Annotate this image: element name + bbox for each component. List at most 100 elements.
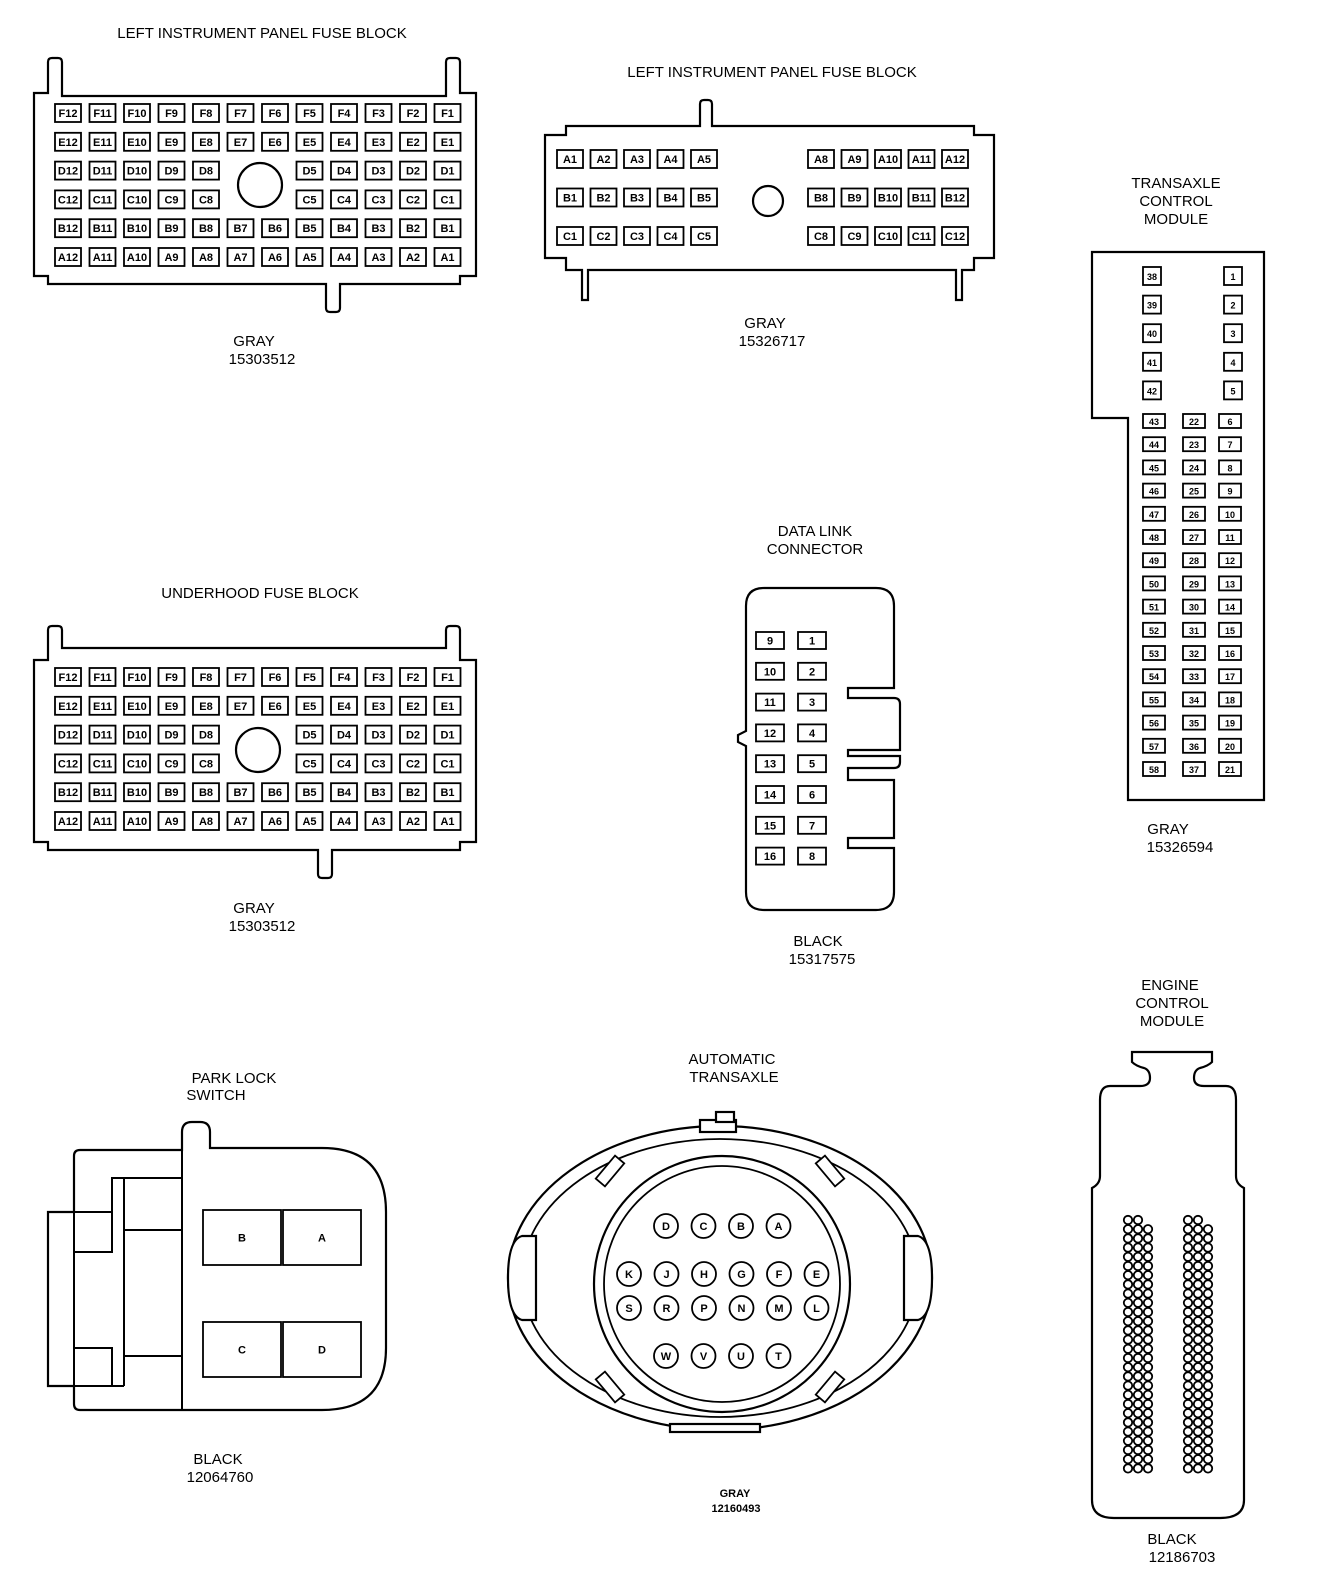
- ecm-pin: [1182, 1334, 1194, 1345]
- cavity-B6: B6: [261, 782, 289, 803]
- ecm-pin: [1132, 1352, 1144, 1364]
- ecm-pin: [1132, 1251, 1144, 1262]
- cavity-D2: D2: [399, 160, 427, 181]
- cavity-B7: B7: [226, 218, 255, 239]
- cavity-label: A11: [93, 252, 113, 264]
- ecm-pin: [1142, 1270, 1154, 1281]
- cavity-label: D12: [58, 166, 78, 178]
- cavity-label: 30: [1189, 603, 1199, 613]
- ecm-pin: [1192, 1214, 1204, 1226]
- cavity-D4: D4: [330, 160, 358, 181]
- cavity-label: 16: [1225, 649, 1235, 659]
- ecm-pin: [1182, 1343, 1194, 1354]
- cavity-A3: A3: [364, 247, 393, 267]
- cavity-label: A9: [847, 154, 861, 166]
- ecm-pin: [1182, 1426, 1194, 1437]
- cavity-label: C5: [697, 231, 711, 243]
- ecm-pin: [1122, 1260, 1134, 1272]
- cavity-B2: B2: [399, 782, 427, 803]
- cavity-B4: B4: [330, 218, 358, 239]
- cavity-label: 8: [809, 851, 815, 863]
- ecm-pin: [1122, 1362, 1134, 1373]
- lip-fuse-block-1-color: GRAY: [233, 333, 274, 350]
- ecm-pin: [1122, 1371, 1134, 1382]
- ecm-part: 12186703: [1149, 1549, 1216, 1566]
- cavity-B9: B9: [840, 187, 869, 208]
- cavity-C2: C2: [399, 189, 427, 210]
- cavity-label: C1: [440, 758, 454, 770]
- cavity-label: D9: [164, 166, 178, 178]
- cavity-label: R: [663, 1303, 671, 1315]
- cavity-A4: A4: [330, 811, 358, 831]
- cavity-label: 18: [1225, 695, 1235, 705]
- cavity-label: C3: [371, 758, 385, 770]
- cavity-A8: A8: [192, 811, 220, 831]
- cavity-C10: C10: [123, 189, 151, 210]
- ecm-pin: [1142, 1380, 1154, 1391]
- cavity-F10: F10: [123, 103, 151, 123]
- cavity-label: E1: [441, 137, 454, 149]
- cavity-C10: C10: [123, 753, 151, 774]
- ecm-pin-column: [1192, 1214, 1204, 1474]
- ecm-pin: [1192, 1251, 1204, 1262]
- cavity-E5: E5: [295, 131, 324, 152]
- cavity-B: B: [202, 1209, 282, 1266]
- ecm-pin: [1182, 1251, 1194, 1262]
- cavity-D3: D3: [364, 724, 393, 745]
- cavity-label: 4: [809, 728, 816, 740]
- cavity-label: B3: [371, 223, 385, 235]
- ecm-pin: [1192, 1463, 1204, 1474]
- cavity-label: 36: [1189, 742, 1199, 752]
- cavity-E10: E10: [123, 695, 151, 716]
- ecm-pin: [1192, 1306, 1204, 1318]
- cavity-B5: B5: [295, 218, 324, 239]
- cavity-label: C9: [164, 758, 178, 770]
- ecm-pin: [1132, 1362, 1144, 1373]
- tcm-part: 15326594: [1147, 839, 1214, 856]
- cavity-47: 47: [1142, 505, 1166, 522]
- cavity-A6: A6: [261, 247, 289, 267]
- ecm-pin: [1132, 1334, 1144, 1345]
- ecm-pin: [1202, 1435, 1214, 1446]
- cavity-C5: C5: [295, 753, 324, 774]
- cavity-label: 10: [1225, 510, 1235, 520]
- cavity-B2: B2: [399, 218, 427, 239]
- ecm-pin: [1192, 1260, 1204, 1272]
- ecm-pin: [1132, 1435, 1144, 1446]
- cavity-label: F9: [165, 108, 178, 120]
- ecm-pin: [1122, 1398, 1134, 1410]
- cavity-B5: B5: [690, 187, 718, 208]
- transaxle-control-module-connector: TRANSAXLE CONTROL MODULE 383940414212345…: [1090, 175, 1266, 856]
- ecm-pin: [1182, 1352, 1194, 1364]
- cavity-E9: E9: [157, 131, 186, 152]
- cavity-label: E1: [441, 701, 454, 713]
- cavity-20: 20: [1218, 737, 1242, 754]
- cavity-55: 55: [1142, 691, 1166, 708]
- ecm-pin: [1132, 1224, 1144, 1235]
- cavity-label: C12: [58, 194, 78, 206]
- cavity-C12: C12: [54, 753, 82, 774]
- cavity-label: E12: [58, 701, 78, 713]
- cavity-A2: A2: [399, 247, 427, 267]
- cavity-R: R: [653, 1295, 680, 1321]
- cavity-15: 15: [1218, 621, 1242, 638]
- cavity-22: 22: [1182, 413, 1206, 429]
- tcm-color: GRAY: [1147, 821, 1188, 838]
- ecm-pin: [1122, 1251, 1134, 1262]
- ecm-pin-column: [1132, 1214, 1144, 1474]
- cavity-33: 33: [1182, 668, 1206, 685]
- ecm-pin: [1132, 1398, 1144, 1410]
- cavity-12: 12: [755, 723, 785, 743]
- cavity-label: B8: [199, 223, 213, 235]
- cavity-A12: A12: [54, 247, 82, 267]
- cavity-A10: A10: [123, 247, 151, 267]
- cavity-F7: F7: [226, 103, 255, 123]
- tcm-title-line-1: TRANSAXLE: [1131, 175, 1220, 192]
- ecm-pin: [1132, 1242, 1144, 1253]
- cavity-A12: A12: [54, 811, 82, 831]
- cavity-A8: A8: [192, 247, 220, 267]
- cavity-10: 10: [755, 661, 785, 681]
- ecm-pin: [1202, 1380, 1214, 1391]
- cavity-label: D11: [93, 166, 113, 178]
